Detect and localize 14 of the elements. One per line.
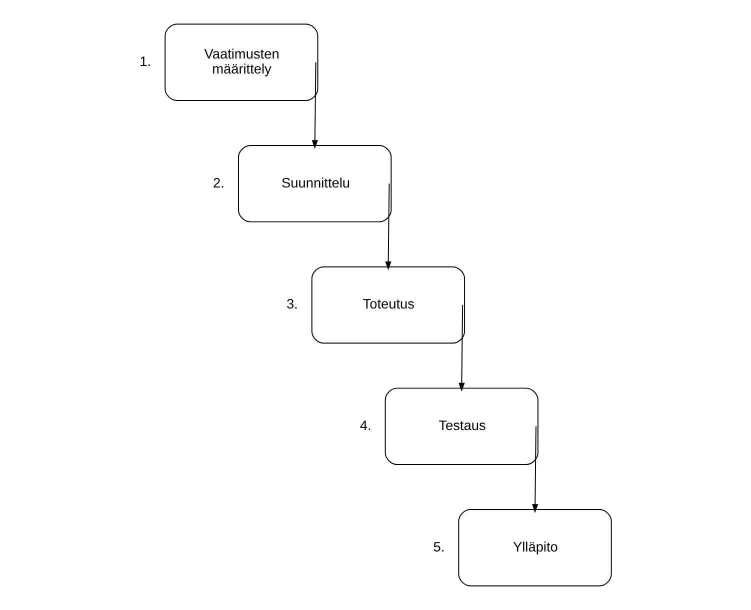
node-label: 2.: [213, 175, 224, 190]
arrow: [312, 62, 318, 149]
node-box: Suunnittelu: [238, 145, 392, 222]
node-box: Testaus: [384, 388, 538, 465]
arrow: [385, 183, 392, 270]
arrow: [458, 304, 465, 392]
node-box: Toteutus: [311, 266, 466, 344]
node-box: Ylläpito: [458, 509, 612, 586]
arrow: [532, 426, 538, 513]
node-label: 5.: [433, 539, 445, 554]
node-label: 1.: [140, 54, 152, 69]
node-label: 4.: [360, 418, 372, 433]
node-label: 3.: [286, 296, 298, 312]
node-box: Vaatimusten määrittely: [164, 24, 318, 101]
